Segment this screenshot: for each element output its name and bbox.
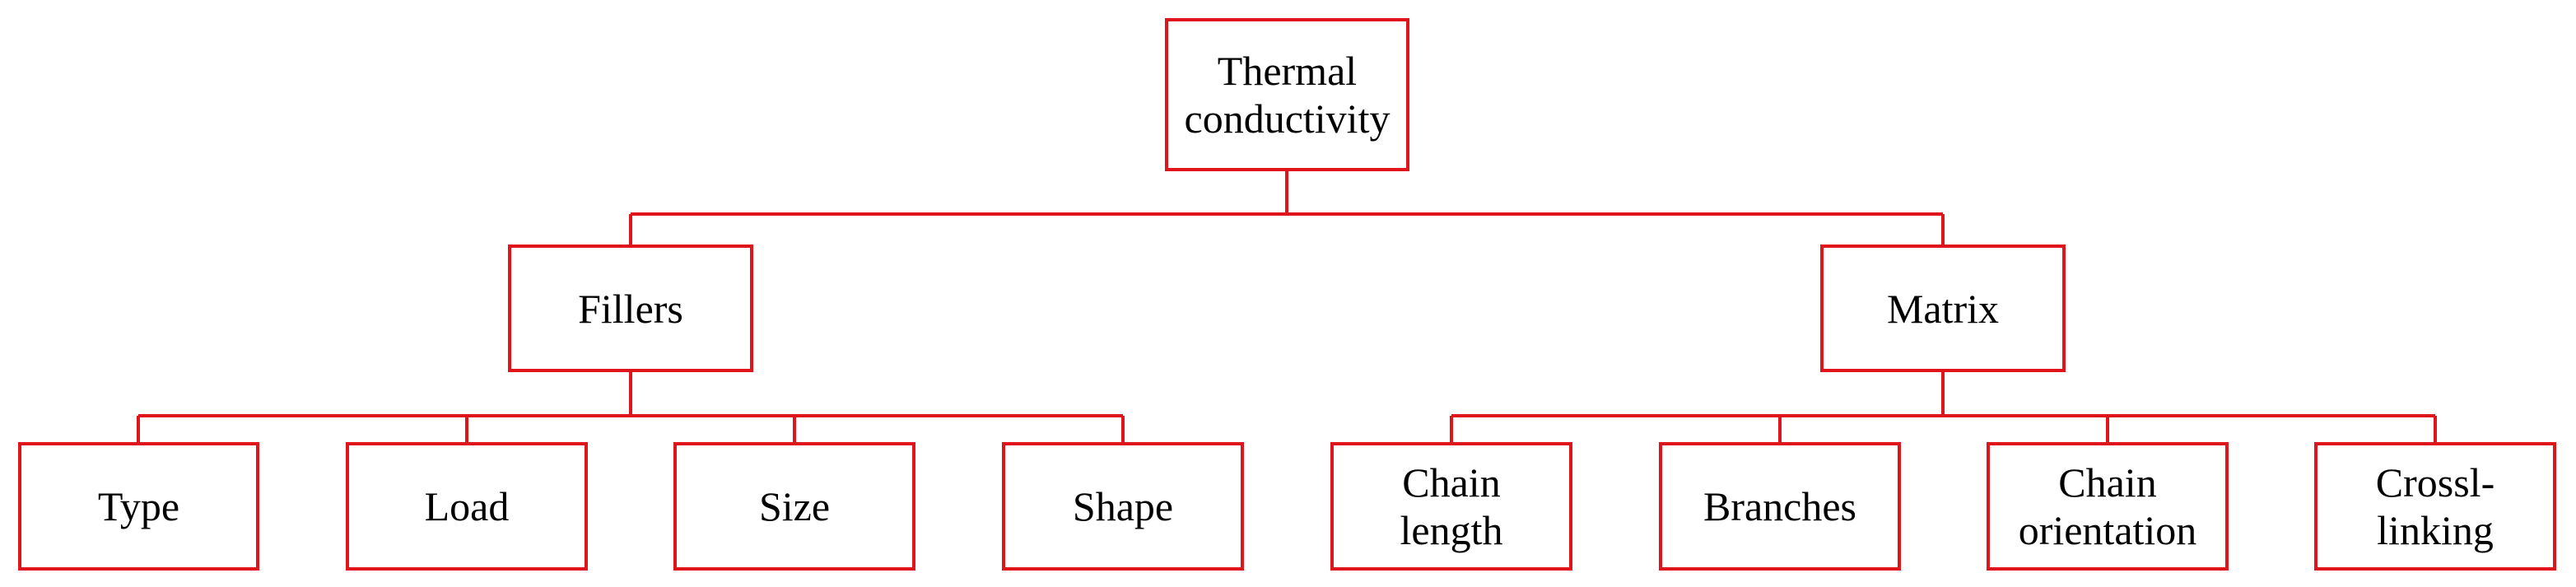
node-label: Fillers — [578, 285, 683, 332]
node-matrix: Matrix — [1820, 245, 2066, 372]
node-label: Branches — [1703, 483, 1857, 529]
node-type: Type — [18, 442, 259, 571]
node-label: Size — [758, 483, 831, 529]
node-fillers: Fillers — [508, 245, 753, 372]
node-label: Matrix — [1886, 285, 2000, 332]
node-shape: Shape — [1002, 442, 1244, 571]
node-branches: Branches — [1659, 442, 1901, 571]
node-size: Size — [673, 442, 915, 571]
node-load: Load — [346, 442, 588, 571]
node-label: Chain orientation — [2018, 459, 2197, 553]
node-chain-length: Chain length — [1330, 442, 1572, 571]
node-chain-orientation: Chain orientation — [1987, 442, 2229, 571]
node-thermal-conductivity: Thermal conductivity — [1165, 18, 1409, 171]
node-label: Type — [97, 483, 180, 529]
node-label: Load — [424, 483, 510, 529]
node-label: Crossl- linking — [2375, 459, 2495, 553]
node-label: Thermal conductivity — [1184, 48, 1390, 142]
node-label: Chain length — [1400, 459, 1503, 553]
node-label: Shape — [1072, 483, 1174, 529]
node-crosslinking: Crossl- linking — [2314, 442, 2556, 571]
